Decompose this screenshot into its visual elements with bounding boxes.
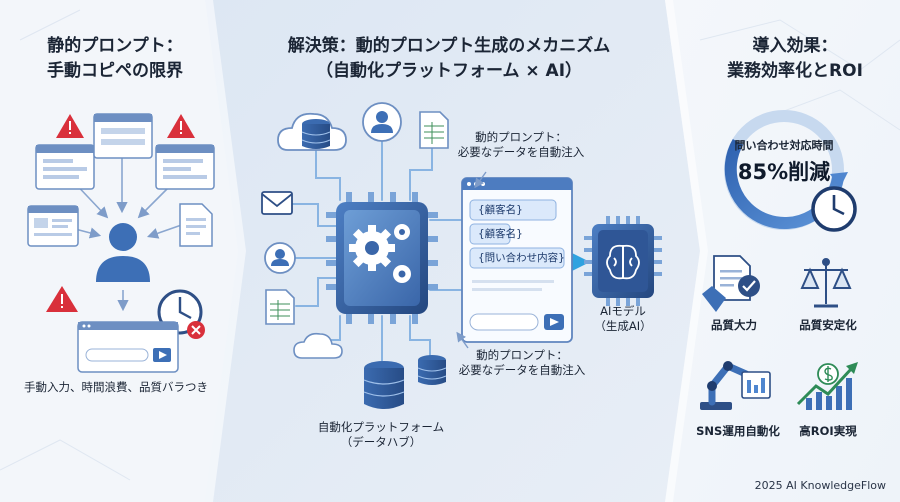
prompt-label-top: 動的プロンプト： 必要なデータを自動注入 (456, 130, 586, 160)
browser-window-icon (35, 144, 95, 190)
left-illustration (27, 113, 215, 373)
spreadsheet-icon (419, 111, 449, 149)
automation-engine-chip-icon (326, 192, 438, 324)
prompt-field-customer-name: {顧客名} (478, 204, 523, 216)
prompt-label-bottom: 動的プロンプト： 必要なデータを自動注入 (452, 348, 592, 378)
center-title-line1: 解決策：動的プロンプト生成のメカニズム (287, 36, 611, 56)
right-illustration (700, 110, 858, 410)
balance-scale-icon (800, 258, 852, 308)
effect-label: SNS運用自動化 (696, 424, 780, 438)
chat-input-window-icon (77, 321, 179, 373)
left-caption: 手動入力、時間浪費、品質バラつき (24, 380, 208, 394)
prompt-field-inquiry: {問い合わせ内容} (478, 252, 565, 264)
effect-label: 品質大力 (711, 318, 757, 332)
document-check-icon (702, 255, 760, 312)
user-icon (96, 223, 150, 282)
center-title-line2: （自動化プラットフォーム × AI） (315, 61, 583, 81)
document-icon (179, 203, 213, 247)
prompt-label-bottom-line1: 動的プロンプト： (476, 348, 568, 362)
warning-icon (167, 114, 195, 138)
browser-window-icon (27, 205, 79, 247)
right-title-line1: 導入効果： (752, 36, 838, 56)
center-title: 解決策：動的プロンプト生成のメカニズム （自動化プラットフォーム × AI） (244, 34, 654, 84)
database-icon (301, 119, 331, 149)
user-icon (362, 102, 402, 142)
left-title-line1: 静的プロンプト： (47, 36, 183, 56)
right-title-line2: 業務効率化とROI (727, 61, 863, 81)
metric-value: 85%削減 (737, 160, 831, 184)
mail-icon (261, 191, 293, 215)
prompt-field-customer-name: {顧客名} (478, 228, 523, 240)
right-title: 導入効果： 業務効率化とROI (700, 34, 890, 84)
cloud-icon (293, 332, 343, 359)
ai-model-label-line1: AIモデル (600, 304, 646, 318)
hub-label-line2: （データハブ） (340, 435, 422, 449)
browser-window-icon (93, 113, 153, 159)
browser-window-icon (155, 144, 215, 190)
spreadsheet-icon (265, 289, 295, 325)
warning-icon (56, 114, 84, 138)
effect-label: 品質安定化 (799, 318, 857, 332)
clock-icon (811, 186, 857, 232)
ai-model-chip-icon (584, 216, 662, 306)
robot-arm-icon (700, 361, 771, 410)
dynamic-prompt-window (461, 177, 573, 343)
prompt-label-top-line1: 動的プロンプト： (475, 130, 567, 144)
left-title-line2: 手動コピペの限界 (47, 61, 183, 81)
database-hub-icon (363, 361, 405, 409)
effect-label: 高ROI実現 (799, 424, 857, 438)
ai-model-label: AIモデル （生成AI） (586, 304, 660, 334)
footer-credit: 2025 AI KnowledgeFlow (754, 479, 886, 492)
prompt-label-bottom-line2: 必要なデータを自動注入 (458, 363, 586, 377)
hub-label-line1: 自動化プラットフォーム (317, 420, 445, 434)
user-icon (264, 242, 296, 274)
center-illustration (261, 102, 662, 409)
database-icon (417, 355, 447, 385)
warning-icon (46, 286, 78, 312)
ai-model-label-line2: （生成AI） (594, 319, 652, 333)
left-title: 静的プロンプト： 手動コピペの限界 (20, 34, 210, 84)
metric-label: 問い合わせ対応時間 (734, 139, 834, 152)
hub-label: 自動化プラットフォーム （データハブ） (316, 420, 446, 450)
prompt-label-top-line2: 必要なデータを自動注入 (457, 145, 585, 159)
roi-growth-icon (796, 362, 858, 410)
